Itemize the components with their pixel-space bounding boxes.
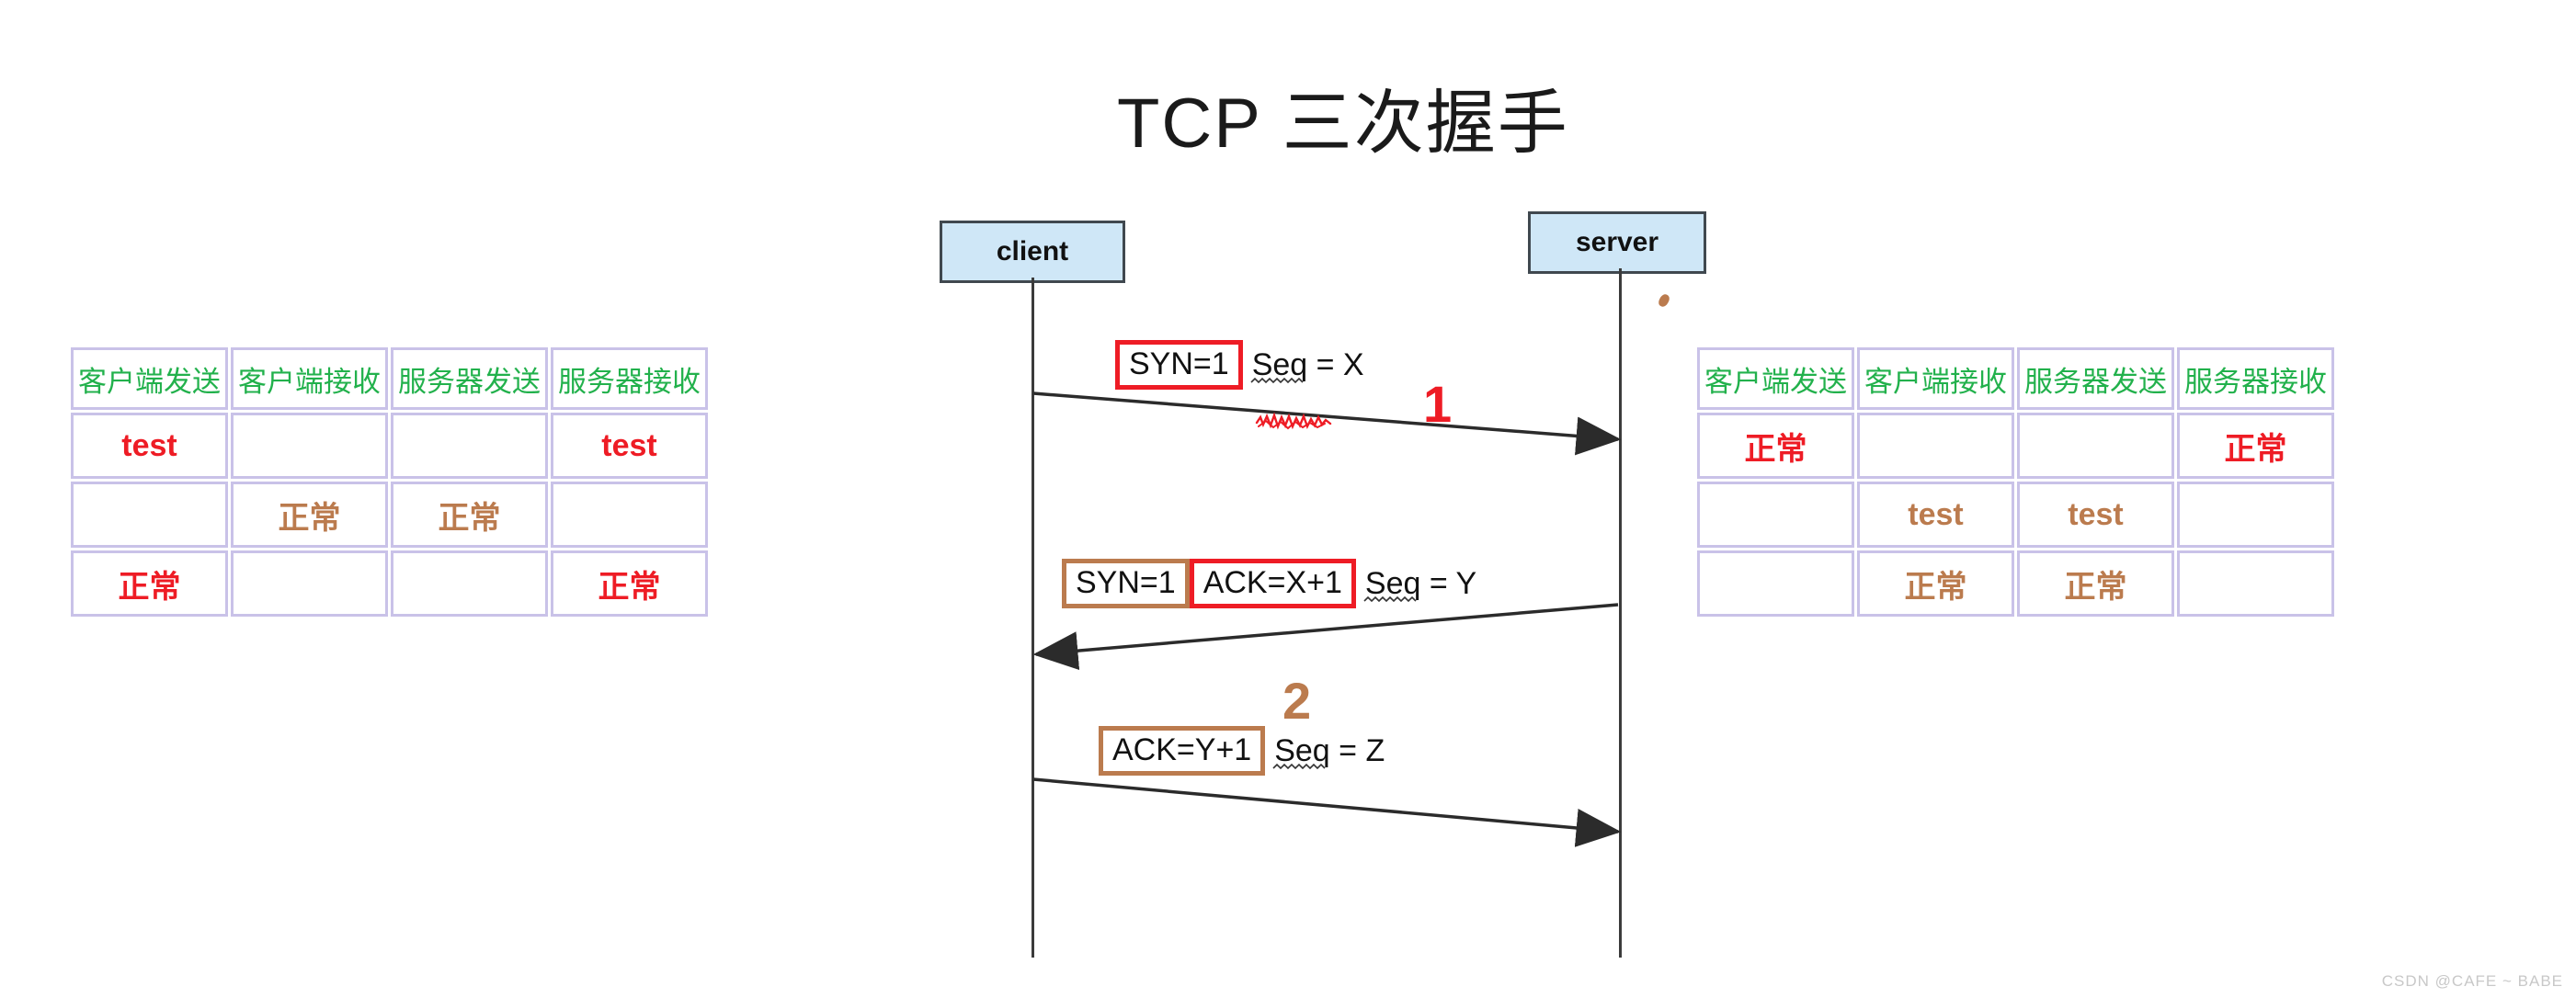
th-server-send: 服务器发送 [391, 347, 548, 410]
cell [1697, 550, 1854, 617]
msg1-seq: Seq = X [1243, 347, 1364, 383]
squiggly-underline-icon [1272, 763, 1326, 769]
squiggly-underline-icon [1250, 377, 1304, 383]
cell [2177, 550, 2334, 617]
table-row: 正常 正常 [1697, 413, 2334, 479]
msg3-tag-ack: ACK=Y+1 [1099, 726, 1266, 776]
table-left-body: 客户端发送 客户端接收 服务器发送 服务器接收 test test 正常 正常 … [71, 347, 708, 617]
cell: test [2017, 482, 2174, 548]
message-label-2: SYN=1 ACK=X+1 Seq = Y [1062, 559, 1476, 608]
page-title: TCP 三次握手 [1117, 85, 1569, 163]
table-row-header: 客户端发送 客户端接收 服务器发送 服务器接收 [1697, 347, 2334, 410]
cell [551, 482, 708, 548]
actor-label-client: client [996, 236, 1069, 267]
cell: 正常 [551, 550, 708, 617]
cell: 正常 [2177, 413, 2334, 479]
th-server-send: 服务器发送 [2017, 347, 2174, 410]
cell: test [1857, 482, 2014, 548]
squiggly-underline-icon [1363, 595, 1417, 602]
table-right: 客户端发送 客户端接收 服务器发送 服务器接收 正常 正常 test test … [1694, 345, 2337, 619]
cell [71, 482, 228, 548]
actor-label-server: server [1575, 227, 1659, 257]
arrow-msg2 [1032, 603, 1619, 671]
cell [1857, 413, 2014, 479]
step-number-1: 1 [1423, 375, 1453, 433]
table-row: 正常 正常 [1697, 550, 2334, 617]
th-client-recv: 客户端接收 [231, 347, 388, 410]
cell: 正常 [2017, 550, 2174, 617]
table-left: 客户端发送 客户端接收 服务器发送 服务器接收 test test 正常 正常 … [68, 345, 711, 619]
cell [391, 550, 548, 617]
cell: 正常 [231, 482, 388, 548]
table-row: 正常 正常 [71, 482, 708, 548]
cell [1697, 482, 1854, 548]
table-row-header: 客户端发送 客户端接收 服务器发送 服务器接收 [71, 347, 708, 410]
cell [231, 413, 388, 479]
table-right-body: 客户端发送 客户端接收 服务器发送 服务器接收 正常 正常 test test … [1697, 347, 2334, 617]
actor-box-client[interactable]: client [940, 221, 1125, 283]
msg3-seq: Seq = Z [1265, 733, 1385, 769]
cell [391, 413, 548, 479]
cell: 正常 [71, 550, 228, 617]
step-number-2: 2 [1282, 672, 1312, 730]
table-row: test test [71, 413, 708, 479]
cell: 正常 [1857, 550, 2014, 617]
msg2-tag-syn: SYN=1 [1062, 559, 1190, 608]
watermark: CSDN @CAFE ~ BABE [2381, 972, 2563, 990]
lifeline-server [1619, 268, 1622, 958]
cell: test [551, 413, 708, 479]
th-server-recv: 服务器接收 [551, 347, 708, 410]
cell [2017, 413, 2174, 479]
red-scribble-annotation [1255, 412, 1332, 430]
th-client-recv: 客户端接收 [1857, 347, 2014, 410]
cell: 正常 [391, 482, 548, 548]
th-client-send: 客户端发送 [1697, 347, 1854, 410]
msg2-tag-ack: ACK=X+1 [1189, 559, 1356, 608]
message-label-1: SYN=1 Seq = X [1115, 340, 1364, 390]
message-label-3: ACK=Y+1 Seq = Z [1099, 726, 1385, 776]
msg1-tag-syn: SYN=1 [1115, 340, 1243, 390]
cell [2177, 482, 2334, 548]
cell: test [71, 413, 228, 479]
lifeline-client [1032, 278, 1034, 958]
th-client-send: 客户端发送 [71, 347, 228, 410]
arrow-msg1 [1032, 391, 1622, 456]
th-server-recv: 服务器接收 [2177, 347, 2334, 410]
actor-box-server[interactable]: server [1528, 211, 1706, 274]
table-row: test test [1697, 482, 2334, 548]
cell [231, 550, 388, 617]
msg2-seq: Seq = Y [1356, 566, 1476, 602]
arrow-msg3 [1032, 777, 1622, 847]
cell: 正常 [1697, 413, 1854, 479]
table-row: 正常 正常 [71, 550, 708, 617]
